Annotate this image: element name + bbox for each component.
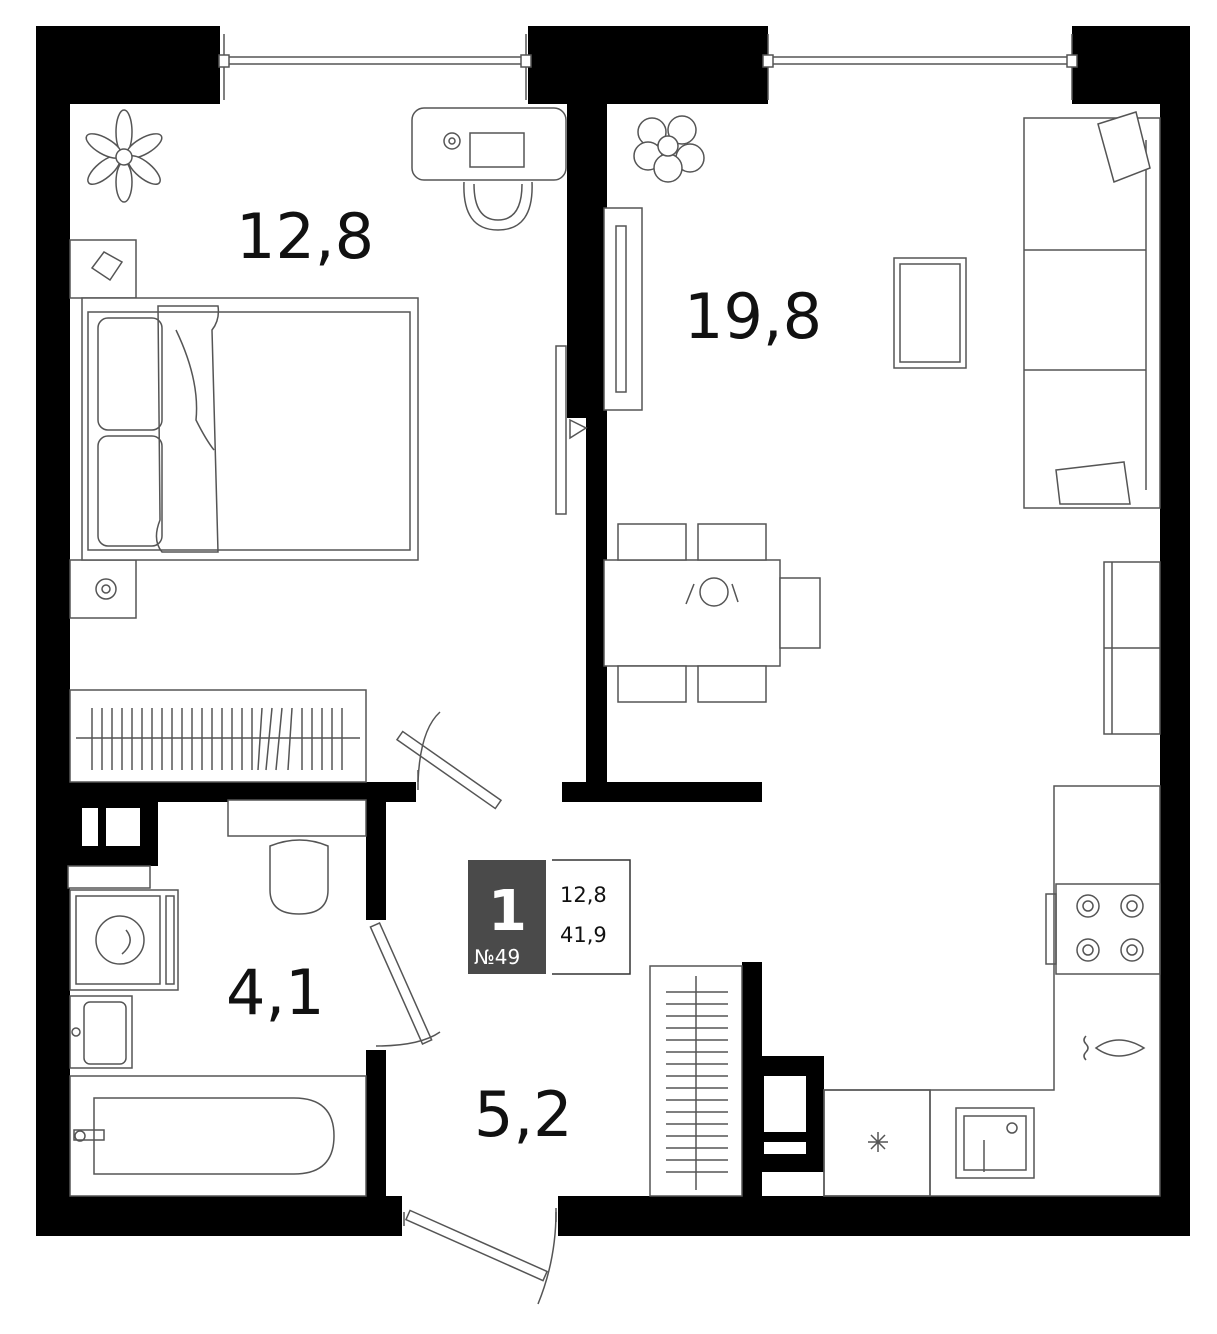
coffee-table	[893, 257, 967, 369]
desk	[411, 107, 567, 181]
wall-top-middle	[528, 26, 768, 104]
kitchen	[823, 785, 1161, 1197]
dining-table	[603, 559, 781, 667]
kitchen-hood-icon	[1094, 1039, 1146, 1057]
toilet-icon	[269, 839, 329, 915]
snowflake-icon	[868, 1132, 888, 1152]
living-furniture	[603, 111, 1161, 735]
nightstand-bottom	[69, 559, 137, 619]
apartment-info: 1 №49 12,8 41,9	[468, 859, 631, 975]
wall-bathroom-right-upper	[366, 800, 386, 920]
room-area-hall: 5,2	[474, 1078, 573, 1151]
wall-hall-right	[742, 962, 762, 1200]
door-entrance	[403, 1208, 557, 1305]
wall-left	[36, 26, 70, 1236]
info-badge	[468, 860, 546, 974]
door-bathroom	[369, 921, 441, 1047]
desk-chair	[463, 181, 533, 231]
apartment-number: №49	[474, 945, 520, 969]
plant-living-icon	[633, 115, 705, 183]
washing-machine	[69, 889, 179, 991]
rooms-count: 1	[488, 879, 527, 944]
bathtub	[69, 1075, 367, 1197]
kitchen-sink-icon	[955, 1107, 1035, 1179]
bed	[81, 297, 419, 561]
hall-wardrobe	[649, 965, 743, 1197]
wall-bottom-right	[558, 1196, 1190, 1236]
info-frame	[552, 859, 631, 975]
door-sliding-living	[555, 207, 643, 515]
room-area-living: 19,8	[684, 280, 822, 353]
door-bedroom	[395, 711, 503, 810]
nightstand-top	[69, 239, 137, 299]
wall-bathroom-right-lower	[366, 1050, 386, 1200]
window-living	[762, 34, 1078, 100]
plant-bedroom-icon	[85, 109, 163, 203]
room-area-bedroom: 12,8	[236, 200, 374, 273]
bathroom-fixtures	[67, 799, 367, 1197]
toilet-tank	[227, 799, 367, 837]
sofa	[1023, 117, 1161, 509]
wardrobe-bedroom	[69, 689, 367, 783]
room-area-bathroom: 4,1	[226, 956, 325, 1029]
wall-right	[1160, 26, 1190, 1236]
wall-bedroom-bottom	[36, 782, 416, 802]
shaft-openings	[82, 808, 806, 1154]
window-bedroom	[218, 34, 532, 100]
bedroom-furniture	[69, 107, 567, 783]
wall-bottom-left	[36, 1196, 402, 1236]
windows	[218, 34, 1078, 100]
wall-living-bottom	[562, 782, 762, 802]
wall-bedroom-living-lower	[586, 410, 607, 790]
fridge	[823, 1089, 931, 1197]
total-area: 41,9	[560, 923, 607, 947]
living-area: 12,8	[560, 883, 607, 907]
kitchen-counter	[823, 785, 1161, 1197]
doors	[369, 207, 643, 1305]
wall-bedroom-living-upper	[567, 96, 607, 418]
wardrobe-hangers	[91, 707, 343, 771]
